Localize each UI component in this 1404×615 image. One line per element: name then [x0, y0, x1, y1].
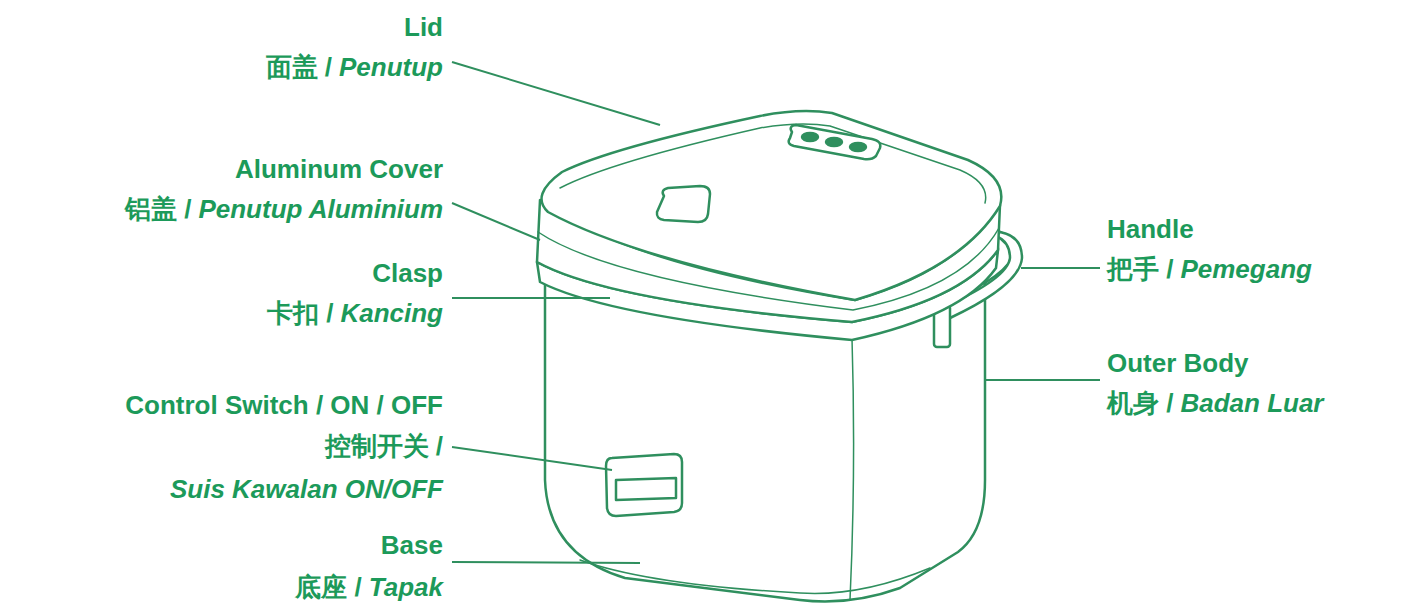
leader-lines: [452, 62, 1100, 563]
part-name-malay: Pemegang: [1180, 254, 1312, 284]
steam-vent-button: [657, 186, 710, 222]
control-switch-housing: [606, 454, 682, 516]
part-name: 控制开关 /: [325, 431, 443, 461]
part-name-malay: Penutup: [339, 52, 443, 82]
panel-light: [826, 138, 842, 146]
leader-line: [452, 447, 612, 470]
panel-light: [802, 133, 818, 141]
part-name: 面盖 /: [266, 52, 332, 82]
part-name-malay: Tapak: [369, 572, 443, 602]
part-name: Aluminum Cover: [235, 154, 443, 184]
body-front-edge: [850, 338, 854, 600]
leader-line: [1021, 267, 1100, 269]
lid-rim: [560, 124, 986, 203]
part-name-malay: Penutup Aluminium: [198, 194, 443, 224]
leader-line: [452, 62, 660, 125]
part-name: Clasp: [372, 258, 443, 288]
leader-line: [985, 379, 1100, 381]
part-name: Control Switch / ON / OFF: [125, 390, 443, 420]
part-name: 把手 /: [1107, 254, 1173, 284]
leader-line: [452, 297, 610, 299]
part-name-malay: Kancing: [340, 298, 443, 328]
part-name: Base: [381, 530, 443, 560]
part-name: Lid: [404, 12, 443, 42]
panel-light: [850, 143, 866, 151]
part-name: Handle: [1107, 214, 1194, 244]
part-name: Outer Body: [1107, 348, 1249, 378]
part-name: 机身 /: [1107, 388, 1173, 418]
part-name-malay: Suis Kawalan ON/OFF: [170, 474, 443, 504]
leader-line: [452, 203, 540, 240]
lid-panel: [789, 125, 881, 159]
part-name: 卡扣 /: [267, 298, 333, 328]
lid: [542, 111, 1002, 300]
part-name: 底座 /: [295, 572, 361, 602]
part-name-malay: Badan Luar: [1180, 388, 1323, 418]
control-switch-rocker: [616, 478, 676, 500]
base: [580, 560, 930, 593]
part-name: 铝盖 /: [125, 194, 191, 224]
leader-line: [452, 562, 640, 563]
